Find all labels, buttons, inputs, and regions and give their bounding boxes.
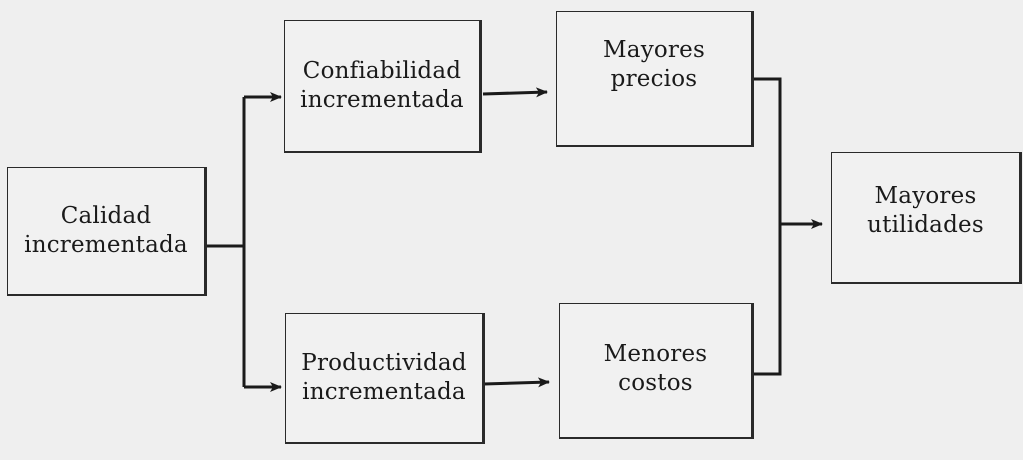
arrow-productividad-to-costos (483, 377, 550, 388)
label-line: Mayores (874, 182, 977, 209)
label-line: Calidad (60, 203, 152, 229)
box-menores-costos: Menores costos (559, 303, 754, 439)
label-line: Productividad (301, 350, 467, 376)
box-mayores-precios: Mayores precios (556, 11, 754, 147)
box-productividad-incrementada: Productividad incrementada (285, 313, 485, 444)
connector-precios-merge (753, 77, 782, 376)
box-mayores-utilidades: Mayores utilidades (831, 152, 1022, 284)
label-line: incrementada (24, 232, 188, 258)
label-menores-costos: Menores costos (604, 340, 708, 398)
label-line: Confiabilidad (302, 58, 462, 84)
label-productividad-incrementada: Productividad incrementada (301, 349, 466, 407)
box-confiabilidad-incrementada: Confiabilidad incrementada (284, 20, 482, 153)
label-confiabilidad-incrementada: Confiabilidad incrementada (300, 57, 464, 115)
label-line: Mayores (603, 36, 705, 63)
label-mayores-precios: Mayores precios (603, 36, 705, 94)
arrow-confiabilidad-to-precios (482, 87, 548, 98)
label-line: Menores (603, 340, 708, 367)
label-mayores-utilidades: Mayores utilidades (867, 182, 984, 240)
box-calidad-incrementada: Calidad incrementada (7, 167, 207, 296)
label-line: utilidades (867, 211, 984, 238)
label-line: incrementada (300, 87, 464, 113)
label-calidad-incrementada: Calidad incrementada (24, 202, 188, 260)
label-line: costos (618, 369, 693, 396)
label-line: precios (610, 65, 698, 92)
label-line: incrementada (302, 379, 466, 405)
